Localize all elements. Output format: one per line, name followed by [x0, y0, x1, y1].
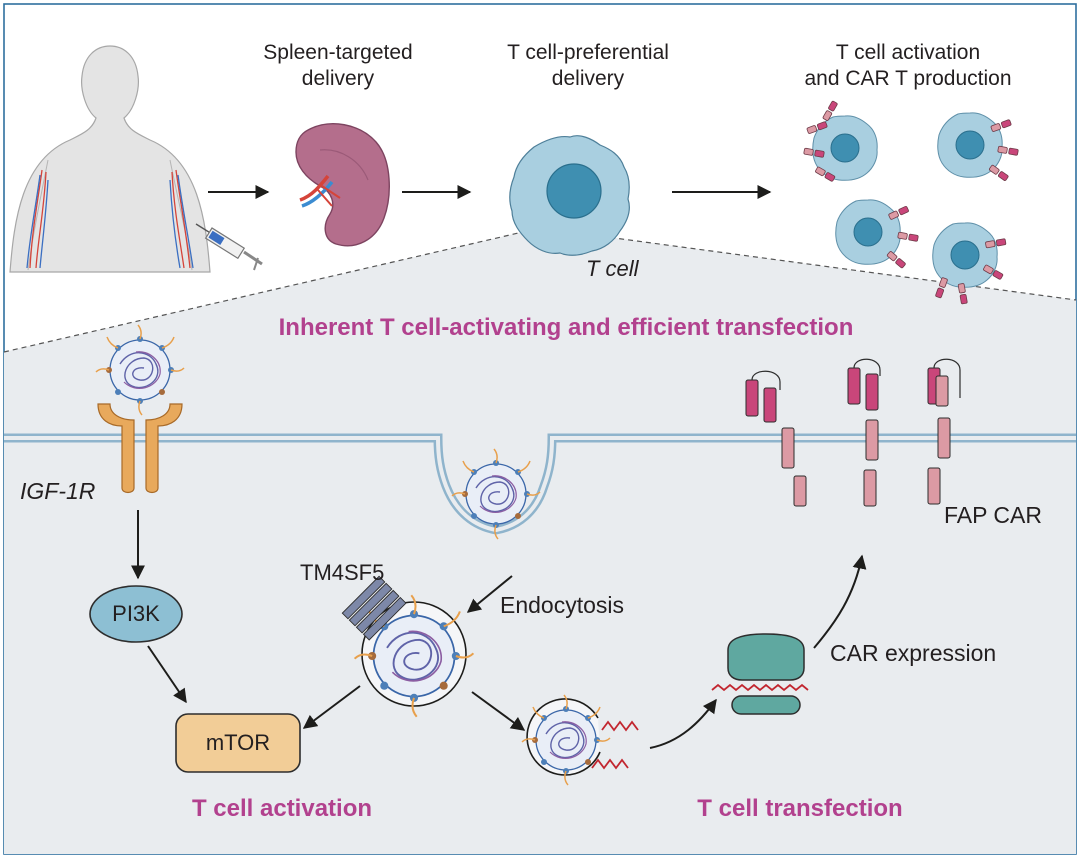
fap-car-label: FAP CAR	[944, 502, 1042, 528]
igf1r-label: IGF-1R	[20, 478, 96, 504]
ribosome	[711, 633, 809, 715]
arrow-pi3k-mtor	[147, 645, 187, 704]
tcell-label: T cell	[586, 256, 639, 281]
car-expression-label: CAR expression	[830, 640, 997, 666]
detail-panel	[4, 228, 1076, 854]
human-figure	[9, 45, 211, 273]
syringe-icon	[195, 223, 263, 271]
endosome	[353, 594, 475, 718]
igf1r-receptor	[97, 403, 183, 494]
escaping-endosome	[521, 694, 639, 786]
tm4sf5-protein	[341, 575, 407, 641]
fap-car-receptors	[745, 358, 961, 507]
activation-caption: T cell activation	[191, 795, 373, 822]
pi3k-node	[89, 585, 183, 643]
arrow-car-expression	[813, 554, 867, 649]
arrow-to-ribosome	[649, 698, 717, 749]
t-cell	[509, 135, 630, 256]
tm4sf5-label: TM4SF5	[300, 560, 385, 585]
mtor-label: mTOR	[205, 730, 271, 755]
transfection-caption: T cell transfection	[697, 795, 903, 822]
arrow-endosome-escape	[471, 691, 526, 731]
arrow-endocytosis	[466, 575, 513, 613]
mtor-node	[175, 713, 301, 773]
arrow-endosome-mtor	[302, 685, 361, 729]
endocytosis-label: Endocytosis	[500, 592, 625, 618]
spleen-icon	[295, 123, 390, 247]
pi3k-label: PI3K	[112, 601, 160, 626]
detail-title: Inherent T cell-activating and efficient…	[278, 314, 854, 341]
